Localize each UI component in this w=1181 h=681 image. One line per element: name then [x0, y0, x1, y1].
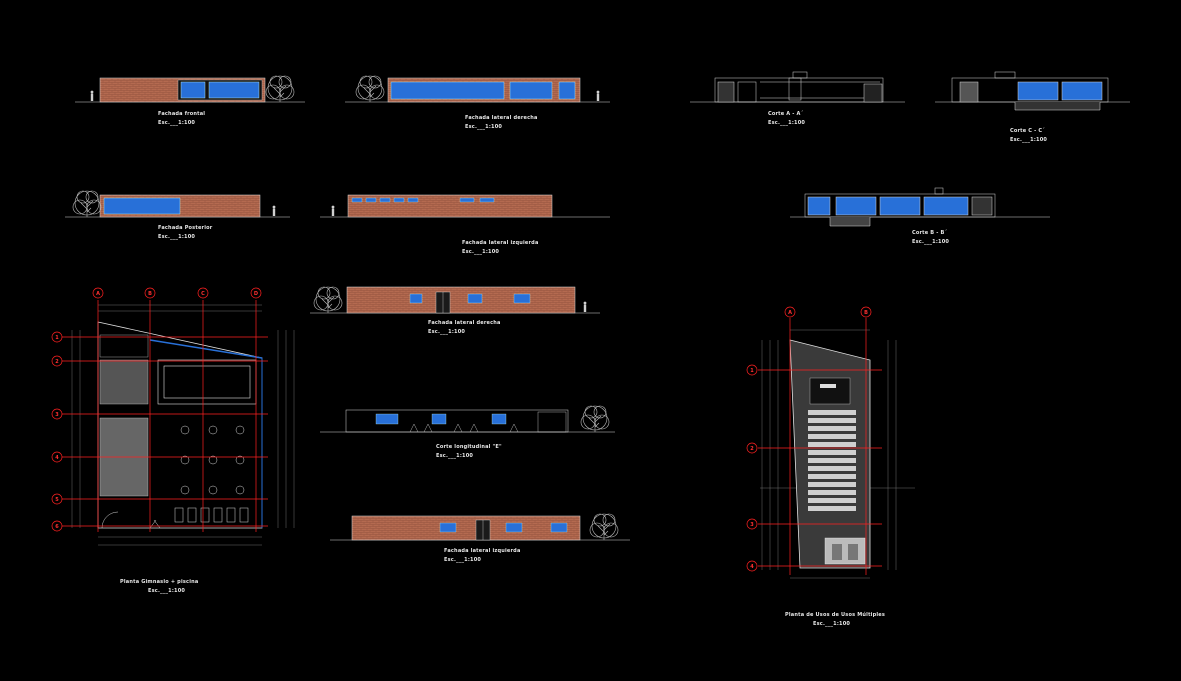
axis-bubble-row: 3 — [746, 518, 758, 530]
caption-title: Planta Gimnasio + piscina — [120, 579, 199, 585]
svg-text:3: 3 — [750, 522, 754, 528]
caption-fachada-lateral-izquierda-1: Fachada lateral izquierda Esc.___1:100 — [462, 240, 539, 255]
caption-corte-longitudinal-e: Corte longitudinal "E" Esc.___1:100 — [436, 444, 502, 459]
caption-fachada-posterior: Fachada Posterior Esc.___1:100 — [158, 225, 212, 240]
section-corte-b-b — [790, 187, 1050, 227]
axis-bubble-col: D — [250, 287, 262, 299]
axis-bubble-col: A — [784, 306, 796, 318]
caption-corte-b-b: Corte B - B´ Esc.___1:100 — [912, 230, 949, 245]
svg-text:B: B — [864, 310, 868, 316]
caption-scale: Esc.___1:100 — [768, 120, 806, 126]
caption-title: Fachada Posterior — [158, 225, 213, 231]
axis-bubble-col: C — [197, 287, 209, 299]
caption-title: Fachada frontal — [158, 111, 206, 117]
svg-text:6: 6 — [55, 524, 59, 530]
section-corte-a-a — [690, 71, 905, 103]
caption-fachada-frontal: Fachada frontal Esc.___1:100 — [158, 111, 205, 126]
svg-text:5: 5 — [55, 497, 59, 503]
axis-rows-left-plan: 1 2 3 4 5 6 — [51, 331, 63, 532]
svg-text:B: B — [148, 291, 152, 297]
elevation-fachada-lateral-izquierda-2 — [330, 513, 630, 541]
caption-scale: Esc.___1:100 — [444, 557, 482, 563]
svg-text:C: C — [201, 291, 205, 297]
axis-bubble-col: A — [92, 287, 104, 299]
svg-text:4: 4 — [55, 455, 59, 461]
svg-text:A: A — [788, 310, 792, 316]
axis-columns-left-plan: A B C D — [92, 287, 262, 299]
svg-text:1: 1 — [750, 368, 754, 374]
svg-text:2: 2 — [750, 446, 754, 452]
caption-fachada-lateral-derecha-1: Fachada lateral derecha Esc.___1:100 — [465, 115, 538, 130]
svg-text:2: 2 — [55, 359, 59, 365]
axis-rows-right-plan: 1 2 3 4 — [746, 364, 758, 572]
elevation-fachada-lateral-izquierda-1 — [320, 194, 610, 218]
elevation-fachada-lateral-derecha-2 — [310, 286, 600, 314]
axis-bubble-row: 4 — [51, 451, 63, 463]
caption-title: Planta de Usos de Usos Múltiples — [785, 612, 886, 618]
caption-scale: Esc.___1:100 — [912, 239, 950, 245]
caption-scale: Esc.___1:100 — [158, 234, 196, 240]
svg-text:3: 3 — [55, 412, 59, 418]
caption-scale: Esc.___1:100 — [428, 329, 466, 335]
section-corte-longitudinal-e — [320, 405, 615, 433]
elevation-fachada-frontal — [75, 75, 305, 103]
elevation-fachada-lateral-derecha-1 — [345, 75, 610, 103]
axis-bubble-row: 6 — [51, 520, 63, 532]
svg-text:D: D — [254, 291, 258, 297]
caption-title: Fachada lateral derecha — [465, 115, 538, 121]
svg-text:1: 1 — [55, 335, 59, 341]
axis-bubble-col: B — [860, 306, 872, 318]
axis-bubble-row: 1 — [746, 364, 758, 376]
caption-title: Fachada lateral izquierda — [444, 548, 521, 554]
caption-title: Fachada lateral izquierda — [462, 240, 539, 246]
axis-bubble-row: 4 — [746, 560, 758, 572]
svg-text:A: A — [96, 291, 100, 297]
caption-scale: Esc.___1:100 — [148, 588, 186, 594]
axis-bubble-row: 3 — [51, 408, 63, 420]
section-corte-c-c — [935, 71, 1130, 111]
caption-fachada-lateral-derecha-2: Fachada lateral derecha Esc.___1:100 — [428, 320, 501, 335]
caption-scale: Esc.___1:100 — [462, 249, 500, 255]
floor-plan-usos-multiples: A B 1 2 3 4 — [746, 306, 915, 579]
caption-title: Corte C - C´ — [1010, 128, 1045, 134]
axis-bubble-row: 2 — [746, 442, 758, 454]
caption-scale: Esc.___1:100 — [158, 120, 196, 126]
axis-columns-right-plan: A B — [784, 306, 872, 318]
caption-planta-usos-multiples: Planta de Usos de Usos Múltiples Esc.___… — [785, 612, 885, 627]
caption-corte-c-c: Corte C - C´ Esc.___1:100 — [1010, 128, 1047, 143]
caption-scale: Esc.___1:100 — [1010, 137, 1048, 143]
svg-text:4: 4 — [750, 564, 754, 570]
caption-title: Corte A - A´ — [768, 111, 804, 117]
axis-bubble-row: 1 — [51, 331, 63, 343]
caption-corte-a-a: Corte A - A´ Esc.___1:100 — [768, 111, 805, 126]
seating-rows — [808, 410, 856, 511]
axis-bubble-row: 5 — [51, 493, 63, 505]
elevation-fachada-posterior — [65, 190, 290, 218]
caption-title: Fachada lateral derecha — [428, 320, 501, 326]
axis-bubble-col: B — [144, 287, 156, 299]
floor-plan-gimnasio-piscina: A B C D 1 2 3 4 5 6 — [51, 287, 295, 546]
caption-scale: Esc.___1:100 — [465, 124, 503, 130]
caption-scale: Esc.___1:100 — [813, 621, 851, 627]
axis-bubble-row: 2 — [51, 355, 63, 367]
caption-scale: Esc.___1:100 — [436, 453, 474, 459]
caption-fachada-lateral-izquierda-2: Fachada lateral izquierda Esc.___1:100 — [444, 548, 521, 563]
caption-planta-gimnasio: Planta Gimnasio + piscina Esc.___1:100 — [120, 579, 198, 594]
caption-title: Corte B - B´ — [912, 230, 948, 236]
caption-title: Corte longitudinal "E" — [436, 444, 502, 450]
